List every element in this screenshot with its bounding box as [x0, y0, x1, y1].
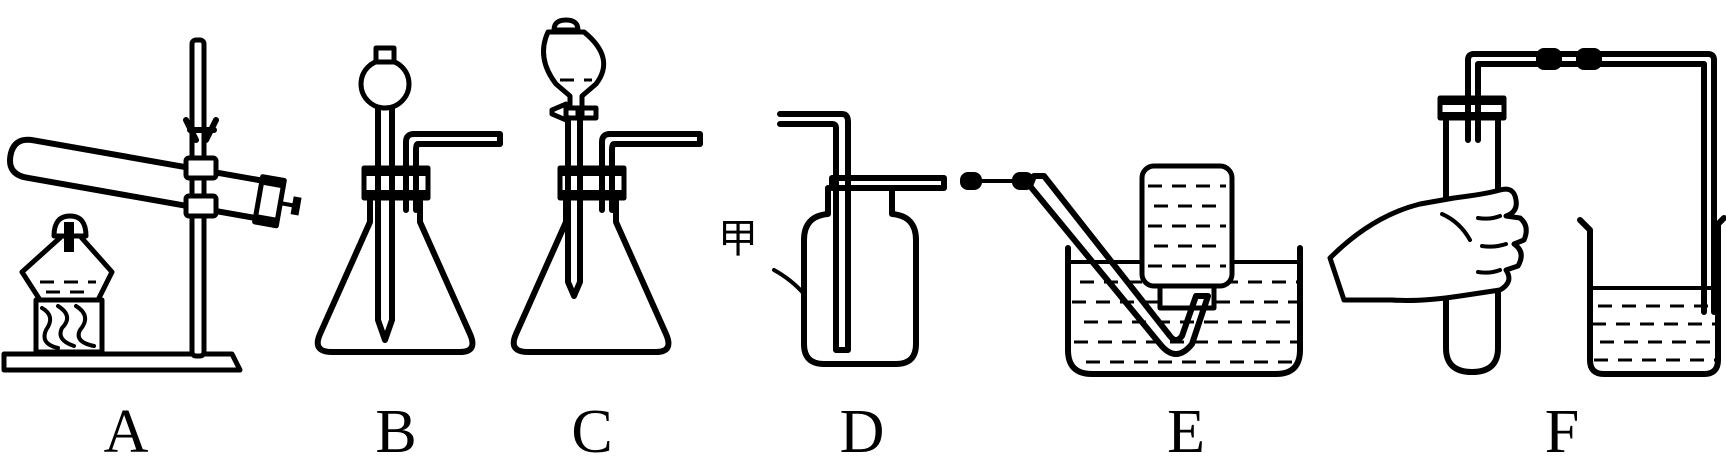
label-a: A: [104, 398, 149, 463]
apparatus-e: [960, 163, 1303, 377]
long-neck-funnel: [358, 57, 412, 111]
label-d: D: [840, 398, 885, 463]
rubber-joint-f: [1536, 48, 1562, 70]
alcohol-lamp: [19, 213, 115, 355]
label-jia: 甲: [718, 216, 758, 262]
conical-flask-b: [314, 193, 476, 355]
label-b: B: [375, 398, 416, 463]
test-tube-heating: [7, 136, 302, 229]
apparatus-f: [1327, 48, 1726, 377]
long-inlet-tube: [777, 111, 851, 353]
label-jia-pointer: [772, 268, 806, 296]
apparatus-d: 甲: [718, 111, 947, 367]
delivery-tube-b: [403, 131, 503, 213]
separatory-funnel: [551, 17, 581, 33]
clamp-screw: [183, 117, 219, 143]
beaker-water: [1590, 286, 1716, 362]
delivery-tube-c: [599, 131, 703, 213]
apparatus-b: [314, 45, 503, 355]
apparatus-a: [1, 37, 302, 373]
test-tube-f: [1443, 107, 1501, 375]
stand-base: [1, 351, 243, 373]
short-outlet-tube: [829, 175, 947, 191]
apparatus-c: [510, 17, 703, 355]
rubber-joint-e: [960, 172, 982, 190]
stopcock: [549, 101, 569, 123]
water-trough: [1065, 245, 1303, 377]
apparatus-labels: A B C D E F: [104, 398, 1580, 466]
label-e: E: [1167, 398, 1205, 463]
conical-flask-c: [510, 193, 672, 355]
clamp: [183, 155, 219, 181]
beaker: [1577, 215, 1726, 377]
delivery-tube-e: [1027, 173, 1211, 357]
label-c: C: [571, 398, 612, 463]
gas-bottle: [801, 185, 919, 367]
label-f: F: [1545, 398, 1579, 463]
